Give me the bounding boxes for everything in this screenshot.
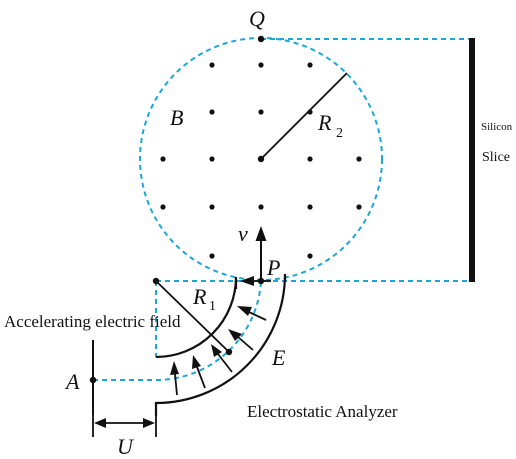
field-dot (209, 62, 215, 68)
field-dot (258, 62, 264, 68)
u-arrow-left (94, 418, 106, 428)
field-arrow (248, 311, 267, 321)
field-arrow-head (211, 344, 222, 357)
field-dot (209, 109, 215, 115)
r1-end-point (225, 348, 233, 356)
analyzer-outer-plate (154, 273, 287, 416)
field-arrow (196, 366, 206, 389)
field-dot (258, 204, 264, 210)
field-dot (160, 156, 166, 162)
radius-r2-line (260, 72, 348, 160)
label-p: P (266, 255, 280, 280)
label-r2: R (317, 110, 332, 135)
u-arrow-right (143, 418, 155, 428)
label-r1-sub: 1 (209, 299, 216, 314)
field-dot (258, 109, 264, 115)
field-arrow-head (237, 306, 252, 316)
radius-r1-line (155, 280, 230, 353)
field-arrow (174, 373, 178, 396)
field-dot (209, 204, 215, 210)
label-r2-sub: 2 (336, 126, 343, 141)
analyzer-inner-plate (155, 276, 238, 359)
field-arrow (237, 336, 254, 351)
field-dot (160, 204, 166, 210)
velocity-arrow-head (255, 226, 267, 241)
field-dots (160, 62, 362, 259)
point-q (257, 35, 265, 43)
label-b: B (170, 105, 183, 130)
label-analyzer: Electrostatic Analyzer (247, 402, 398, 421)
field-dot (307, 62, 313, 68)
field-dot (307, 253, 313, 259)
field-dot (356, 204, 362, 210)
field-arrow-head (228, 329, 242, 341)
label-u: U (117, 434, 135, 459)
field-dot (209, 156, 215, 162)
electrostatic-analyzer (154, 273, 287, 416)
label-v: v (238, 221, 248, 246)
field-arrow-head (240, 276, 254, 286)
label-slice: Slice (482, 150, 510, 165)
field-arrow (217, 353, 233, 373)
label-r1: R (192, 284, 207, 309)
ion-arc-path (155, 280, 262, 382)
field-dot (307, 156, 313, 162)
label-silicon: Silicon (481, 121, 513, 133)
field-arrow-head (192, 355, 201, 369)
point-a (89, 376, 97, 384)
electric-field-arrows (170, 276, 271, 396)
field-dot (209, 253, 215, 259)
field-dot (356, 156, 362, 162)
label-a: A (64, 369, 80, 394)
field-arrow-head (170, 361, 179, 375)
label-e: E (271, 345, 286, 370)
label-accelerating-field: Accelerating electric field (4, 312, 181, 331)
field-dot (307, 204, 313, 210)
label-q: Q (249, 6, 265, 31)
